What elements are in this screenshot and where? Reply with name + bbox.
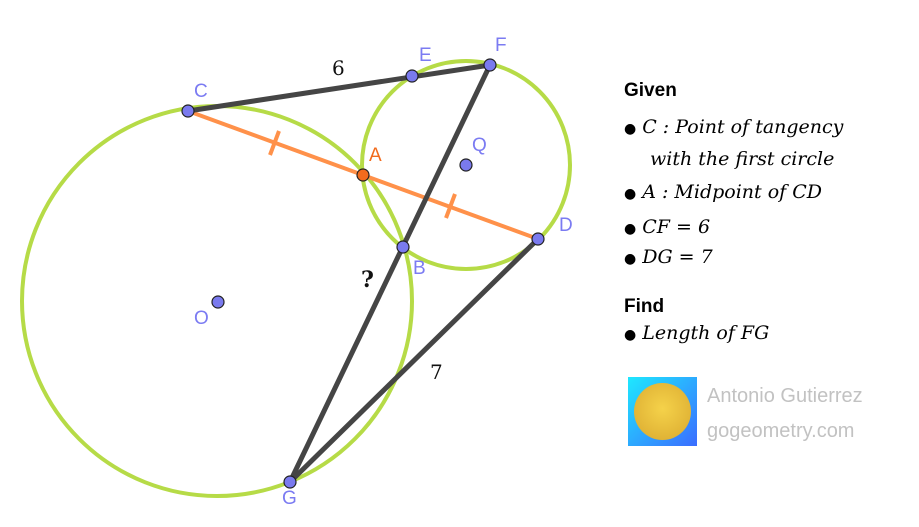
given-item: ●C : Point of tangency [624, 116, 844, 138]
find-heading: Find [624, 296, 665, 317]
given-item: ●CF = 6 [624, 216, 711, 238]
tick-ca [268, 130, 281, 156]
problem-panel: Given ●C : Point of tangency with the fi… [624, 80, 919, 350]
point-o [211, 295, 225, 309]
label-cf-length: 6 [332, 56, 345, 80]
find-item: ●Length of FG [624, 322, 770, 344]
given-text: DG = 7 [642, 246, 713, 268]
segment-dg [288, 237, 540, 484]
label-c: C [194, 81, 208, 102]
circle-q [360, 59, 572, 271]
author-name: Antonio Gutierrez [707, 385, 863, 407]
label-e: E [419, 45, 432, 66]
label-b: B [413, 258, 426, 279]
gogeometry-logo-icon[interactable] [628, 377, 697, 446]
point-f [483, 58, 497, 72]
segment-fg [287, 63, 493, 484]
point-c [181, 104, 195, 118]
find-text: Length of FG [642, 322, 770, 344]
given-item-continued: with the first circle [650, 148, 835, 170]
label-f: F [495, 35, 507, 56]
given-heading: Given [624, 80, 677, 101]
tick-ad [444, 193, 457, 219]
segment-cf [187, 62, 491, 114]
label-dg-length: 7 [430, 360, 443, 384]
label-a: A [369, 145, 382, 166]
point-d [531, 232, 545, 246]
label-g: G [282, 488, 297, 509]
label-q: Q [472, 135, 487, 156]
label-fg-unknown: ? [361, 267, 374, 293]
site-link[interactable]: gogeometry.com [707, 420, 855, 442]
point-g [283, 475, 297, 489]
point-a [356, 168, 370, 182]
given-text: C : Point of tangency [642, 116, 844, 138]
given-text: CF = 6 [642, 216, 711, 238]
point-b [396, 240, 410, 254]
given-item: ●A : Midpoint of CD [624, 181, 822, 203]
point-e [405, 69, 419, 83]
label-d: D [559, 215, 573, 236]
given-item: ●DG = 7 [624, 246, 713, 268]
given-text: A : Midpoint of CD [642, 181, 822, 203]
label-o: O [194, 308, 209, 329]
point-q [459, 158, 473, 172]
